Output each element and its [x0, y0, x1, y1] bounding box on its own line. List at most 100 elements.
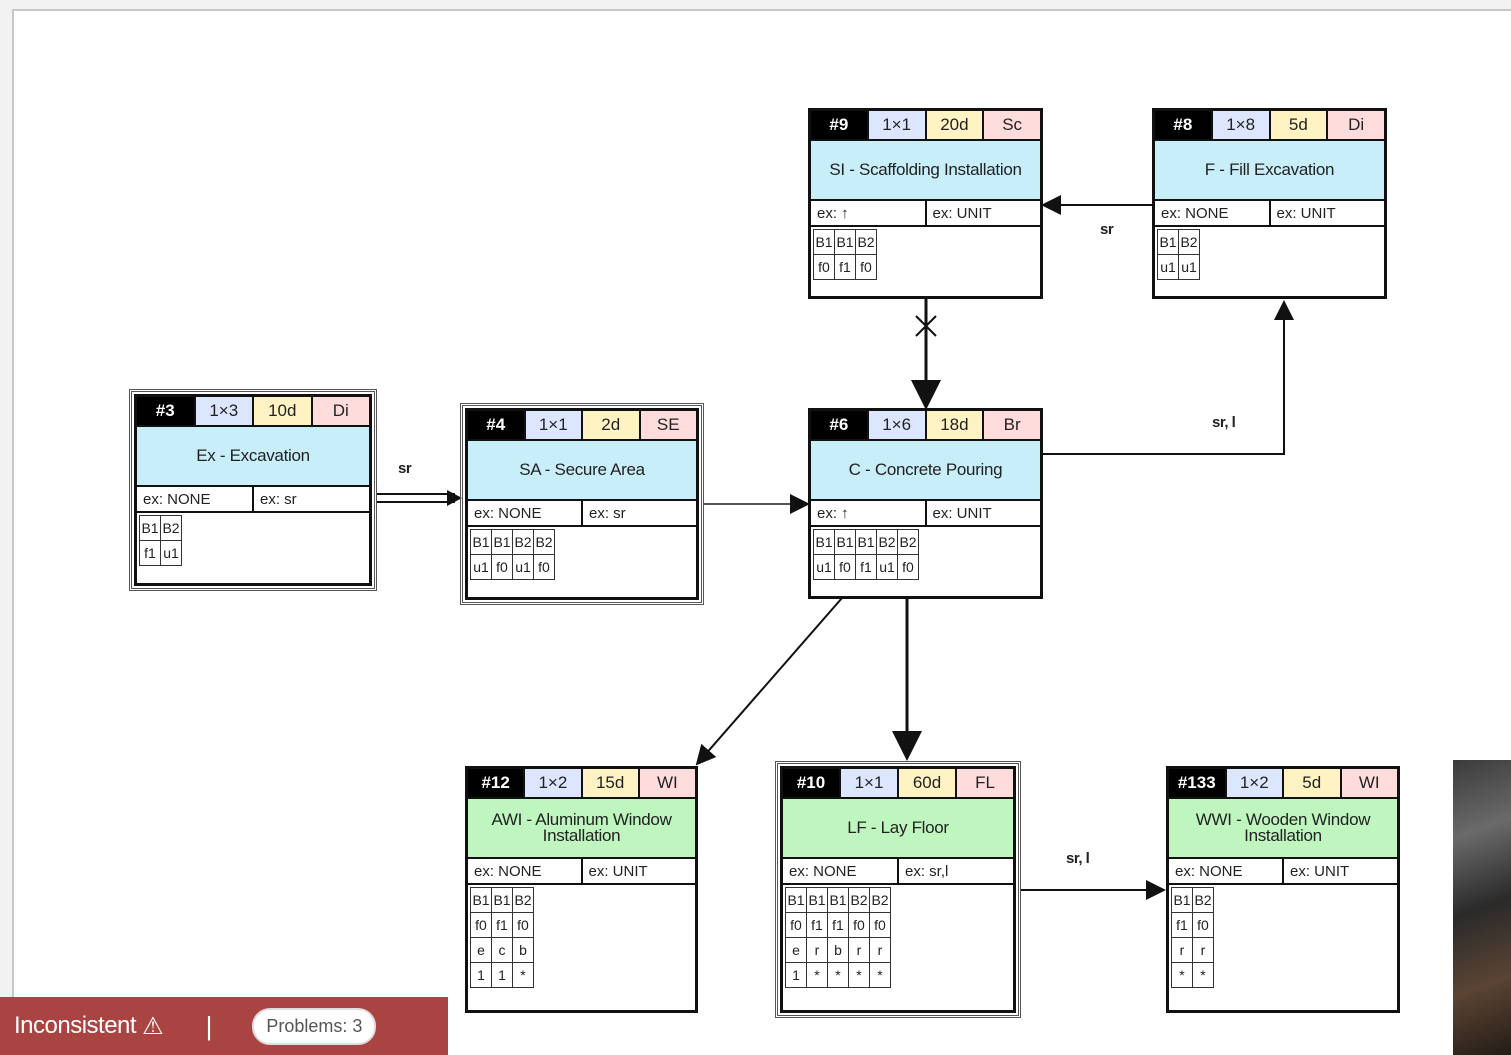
grid-cell: B2 [512, 887, 534, 913]
warning-icon: ⚠ [142, 1012, 164, 1040]
grid-cell: f1 [806, 912, 828, 938]
grid-cell: B1 [834, 529, 856, 555]
task-title: LF - Lay Floor [783, 799, 1013, 859]
exception-right: ex: UNIT [932, 504, 992, 522]
grid-cell: B2 [869, 887, 891, 913]
exception-left: ex: NONE [1169, 859, 1284, 883]
grid-cell: * [512, 962, 534, 988]
exception-right: ex: UNIT [1276, 204, 1336, 222]
exception-row: ex: NONE ex: UNIT [1155, 201, 1384, 227]
exception-row: ex: ↑ex: UNIT [811, 501, 1040, 527]
grid-cell: * [1171, 962, 1193, 988]
grid-cell: e [470, 937, 492, 963]
grid-cell: b [827, 937, 849, 963]
task-category: WI [639, 769, 695, 797]
video-thumbnail [1453, 760, 1511, 1055]
task-count: 1×1 [525, 411, 583, 439]
grid-cell: f0 [834, 554, 856, 580]
edge-ex-to-sa[interactable] [376, 490, 462, 506]
exception-row: ex: ↑ex: UNIT [811, 201, 1040, 227]
grid-cell: u1 [813, 554, 835, 580]
grid-cell: f1 [491, 912, 513, 938]
grid-cell: u1 [470, 554, 492, 580]
task-category: Sc [984, 111, 1040, 139]
task-count: 1×8 [1212, 111, 1271, 139]
grid-cell: B1 [491, 887, 513, 913]
exception-row: ex: NONE ex: UNIT [1169, 859, 1397, 885]
task-duration: 5d [1270, 111, 1329, 139]
task-title: AWI - Aluminum Window Installation [468, 799, 695, 859]
exception-left: ex: NONE [783, 859, 899, 883]
problems-button[interactable]: Problems: 3 [252, 1007, 377, 1045]
exception-left: ex: NONE [468, 501, 583, 525]
grid-cell: f1 [855, 554, 877, 580]
task-count: 1×6 [868, 411, 927, 439]
exception-right: ex: sr,l [905, 862, 949, 880]
grid-cell: 1 [491, 962, 513, 988]
task-count: 1×3 [195, 397, 254, 425]
task-title: SI - Scaffolding Installation [811, 141, 1040, 201]
task-id: #10 [783, 769, 841, 797]
status-bar: Inconsistent ⚠ | Problems: 3 [0, 997, 448, 1055]
grid-cell: B2 [160, 515, 182, 541]
grid-cell: f0 [869, 912, 891, 938]
status-text: Inconsistent [14, 1012, 137, 1039]
grid-cell: * [1192, 962, 1214, 988]
grid-cell: B2 [855, 229, 877, 255]
task-category: FL [957, 769, 1013, 797]
edge-si-to-c[interactable] [911, 298, 941, 410]
task-duration: 2d [583, 411, 641, 439]
grid-cell: * [806, 962, 828, 988]
edge-label-lf-wwi: sr, l [1066, 850, 1090, 867]
exception-right: ex: UNIT [1290, 862, 1350, 880]
grid-cell: 1 [470, 962, 492, 988]
grid-cell: u1 [160, 540, 182, 566]
grid-cell: f0 [512, 912, 534, 938]
edge-c-to-f[interactable] [1043, 300, 1294, 455]
grid-cell: B1 [139, 515, 161, 541]
status-separator: | [205, 1010, 213, 1041]
edge-c-to-awi[interactable] [695, 597, 843, 766]
grid-cell: f0 [855, 254, 877, 280]
task-duration: 18d [926, 411, 985, 439]
task-category: Di [312, 397, 369, 425]
grid-cell: f1 [827, 912, 849, 938]
exception-left: ex: NONE [1155, 201, 1271, 225]
grid-cell: f0 [533, 554, 555, 580]
grid-cell: c [491, 937, 513, 963]
task-title: WWI - Wooden Window Installation [1169, 799, 1397, 859]
task-count: 1×1 [841, 769, 899, 797]
task-id: #6 [811, 411, 869, 439]
task-id: #4 [468, 411, 526, 439]
task-id: #8 [1155, 111, 1213, 139]
exception-right: ex: UNIT [588, 862, 648, 880]
grid-cell: B1 [785, 887, 807, 913]
grid-cell: B2 [512, 529, 534, 555]
exception-right: ex: sr [260, 490, 297, 508]
grid-cell: B1 [827, 887, 849, 913]
grid-cell: B2 [1178, 229, 1200, 255]
grid-cell: f0 [813, 254, 835, 280]
grid-cell: B1 [470, 887, 492, 913]
task-category: Br [984, 411, 1040, 439]
grid-cell: f0 [491, 554, 513, 580]
